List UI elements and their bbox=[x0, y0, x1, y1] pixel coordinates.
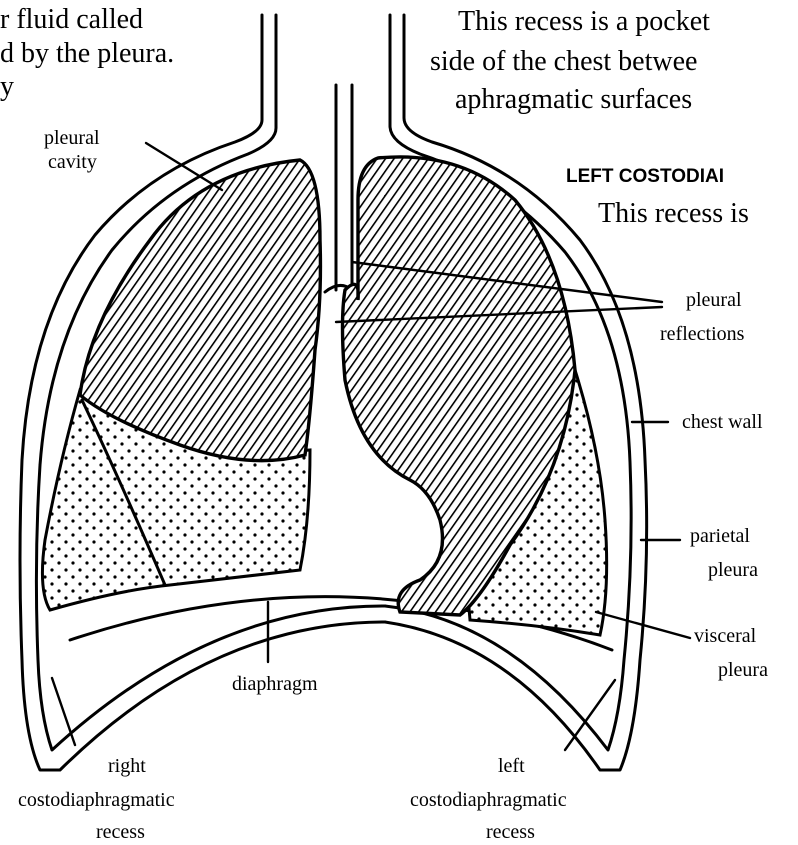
left-costo-line: This recess is bbox=[598, 198, 749, 229]
label-visceral-pleura-1: visceral bbox=[694, 625, 757, 647]
label-visceral-pleura-2: pleura bbox=[718, 659, 768, 681]
top-left-text-line-3: y bbox=[0, 71, 14, 102]
label-pleural-cavity-1: pleural bbox=[44, 127, 100, 149]
label-left-recess-2: costodiaphragmatic bbox=[410, 789, 567, 811]
label-left-recess-1: left bbox=[498, 755, 525, 777]
label-pleural-reflections-2: reflections bbox=[660, 323, 745, 345]
label-right-recess-1: right bbox=[108, 755, 146, 777]
top-right-text-line-3: aphragmatic surfaces bbox=[455, 84, 692, 115]
leader-right-recess bbox=[52, 678, 75, 745]
label-pleural-cavity-2: cavity bbox=[48, 151, 97, 173]
label-pleural-reflections-1: pleural bbox=[686, 289, 742, 311]
label-parietal-pleura-1: parietal bbox=[690, 525, 750, 547]
label-right-recess-3: recess bbox=[96, 821, 145, 843]
top-right-text-line-1: This recess is a pocket bbox=[458, 6, 710, 37]
leader-left-recess bbox=[565, 680, 615, 750]
label-parietal-pleura-2: pleura bbox=[708, 559, 758, 581]
trachea bbox=[325, 85, 358, 305]
label-chest-wall: chest wall bbox=[682, 411, 763, 433]
top-left-text-line-1: r fluid called bbox=[0, 4, 143, 35]
top-left-text-line-2: d by the pleura. bbox=[0, 38, 174, 69]
label-left-recess-3: recess bbox=[486, 821, 535, 843]
right-lung bbox=[80, 160, 320, 461]
top-right-text-line-2: side of the chest betwee bbox=[430, 46, 697, 77]
left-costo-heading: LEFT COSTODIAI bbox=[566, 166, 724, 187]
label-diaphragm: diaphragm bbox=[232, 673, 318, 695]
label-right-recess-2: costodiaphragmatic bbox=[18, 789, 175, 811]
